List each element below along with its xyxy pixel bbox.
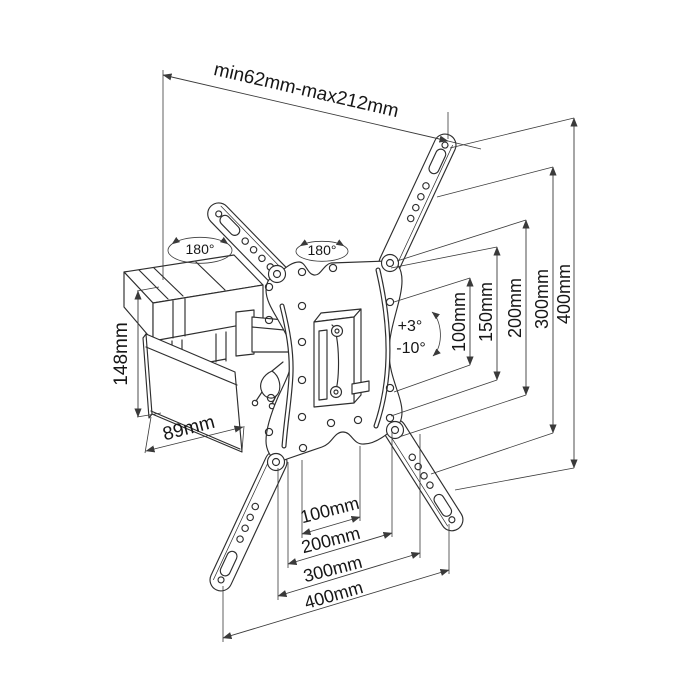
dim-label-v100: 100mm xyxy=(449,292,469,352)
swivel-label-right: 180° xyxy=(308,242,337,258)
dim-label-h100: 100mm xyxy=(298,493,361,527)
tv-wall-mount-drawing xyxy=(123,133,464,592)
dim-label-v150: 150mm xyxy=(476,282,496,342)
dim-label-v200: 200mm xyxy=(505,278,525,338)
dim-label-h200: 200mm xyxy=(299,523,362,557)
dim-horizontal-300: 300mm xyxy=(277,434,421,600)
dim-vertical-200: 200mm xyxy=(396,219,530,438)
tilt-hinge-bracket xyxy=(313,308,370,408)
dim-label-height: 148mm xyxy=(111,322,132,385)
dim-vertical-150: 150mm xyxy=(390,246,501,417)
curved-slot-left xyxy=(279,303,294,449)
dim-vertical-100: 100mm xyxy=(393,277,474,393)
dim-vertical-400: 400mm xyxy=(449,117,578,491)
dim-height: 148mm xyxy=(111,286,162,418)
tilt-label-down: -10° xyxy=(396,340,426,357)
dims-vertical-group: 100mm 150mm 200mm 300mm 400mm xyxy=(390,117,578,491)
dim-label-top-range: min62mm-max212mm xyxy=(212,59,401,122)
tilt-label-up: +3° xyxy=(398,318,423,335)
swivel-indicator-right: 180° xyxy=(295,239,349,262)
tilt-indicator: +3° -10° xyxy=(396,311,441,357)
swivel-label-left: 180° xyxy=(186,241,215,257)
wall-bracket xyxy=(123,254,264,453)
extension-arm-top-left xyxy=(207,202,289,286)
swivel-indicator-left: 180° xyxy=(167,236,233,264)
vesa-holes xyxy=(264,260,395,453)
vesa-plate xyxy=(264,253,405,472)
dim-label-v300: 300mm xyxy=(532,269,552,329)
dim-vertical-300: 300mm xyxy=(430,166,557,475)
curved-slot-right xyxy=(373,267,391,429)
dim-label-v400: 400mm xyxy=(554,264,574,324)
